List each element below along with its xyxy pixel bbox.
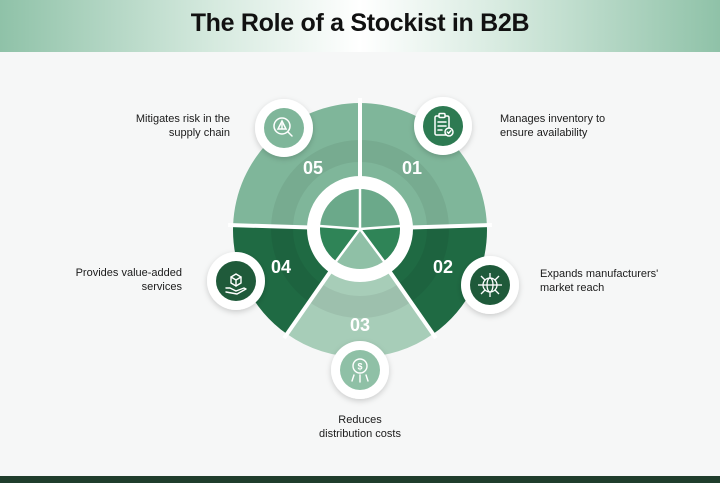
- svg-text:$: $: [357, 362, 362, 372]
- dollar-coin-icon: $: [351, 358, 369, 383]
- center-slice-03: [336, 229, 384, 270]
- badge-05: [255, 99, 313, 157]
- badge-02: [461, 256, 519, 314]
- center-slice-05: [320, 189, 360, 229]
- badge-03: $: [331, 341, 389, 399]
- segment-02: [389, 225, 487, 335]
- segment-number-04: 04: [271, 257, 291, 277]
- risk-search-icon: [273, 117, 293, 137]
- label-01-line-1: Manages inventory to: [500, 113, 606, 125]
- segment-03: [286, 272, 434, 358]
- center-slice-01: [360, 189, 400, 229]
- center-slice-04: [319, 226, 360, 262]
- segment-number-03: 03: [350, 315, 370, 335]
- label-03-line-1: Reduces: [338, 414, 382, 426]
- clipboard-icon: [434, 112, 454, 137]
- label-02-line-2: market reach: [540, 282, 605, 294]
- label-01: Manages inventory to ensure availability: [500, 112, 605, 140]
- header-band: [0, 0, 720, 52]
- label-05: Mitigates risk in the supply chain: [80, 112, 230, 140]
- center-dividers: [318, 188, 402, 263]
- hand-box-icon: [225, 273, 247, 295]
- footer-bar: [0, 476, 720, 483]
- label-04-line-2: services: [141, 281, 182, 293]
- label-05-line-1: Mitigates risk in the: [135, 113, 230, 125]
- label-04: Provides value-added services: [40, 266, 182, 294]
- segment-05: [233, 103, 360, 229]
- label-05-line-2: supply chain: [168, 127, 230, 139]
- segment-number-01: 01: [402, 158, 422, 178]
- label-02: Expands manufacturers' market reach: [540, 267, 658, 295]
- label-04-line-1: Provides value-added: [75, 267, 182, 279]
- badge-04: [207, 252, 265, 310]
- center-slice-02: [360, 226, 401, 262]
- globe-network-icon: [478, 273, 502, 297]
- label-02-line-1: Expands manufacturers': [540, 268, 659, 280]
- badge-01: [414, 97, 472, 155]
- segment-number-02: 02: [433, 257, 453, 277]
- segment-04: [233, 225, 331, 335]
- label-01-line-2: ensure availability: [500, 127, 588, 139]
- segment-number-05: 05: [303, 158, 323, 178]
- label-03-line-2: distribution costs: [319, 428, 401, 440]
- page-title: The Role of a Stockist in B2B: [190, 9, 530, 37]
- label-03: Reduces distribution costs: [280, 413, 440, 441]
- segment-01: [360, 103, 487, 229]
